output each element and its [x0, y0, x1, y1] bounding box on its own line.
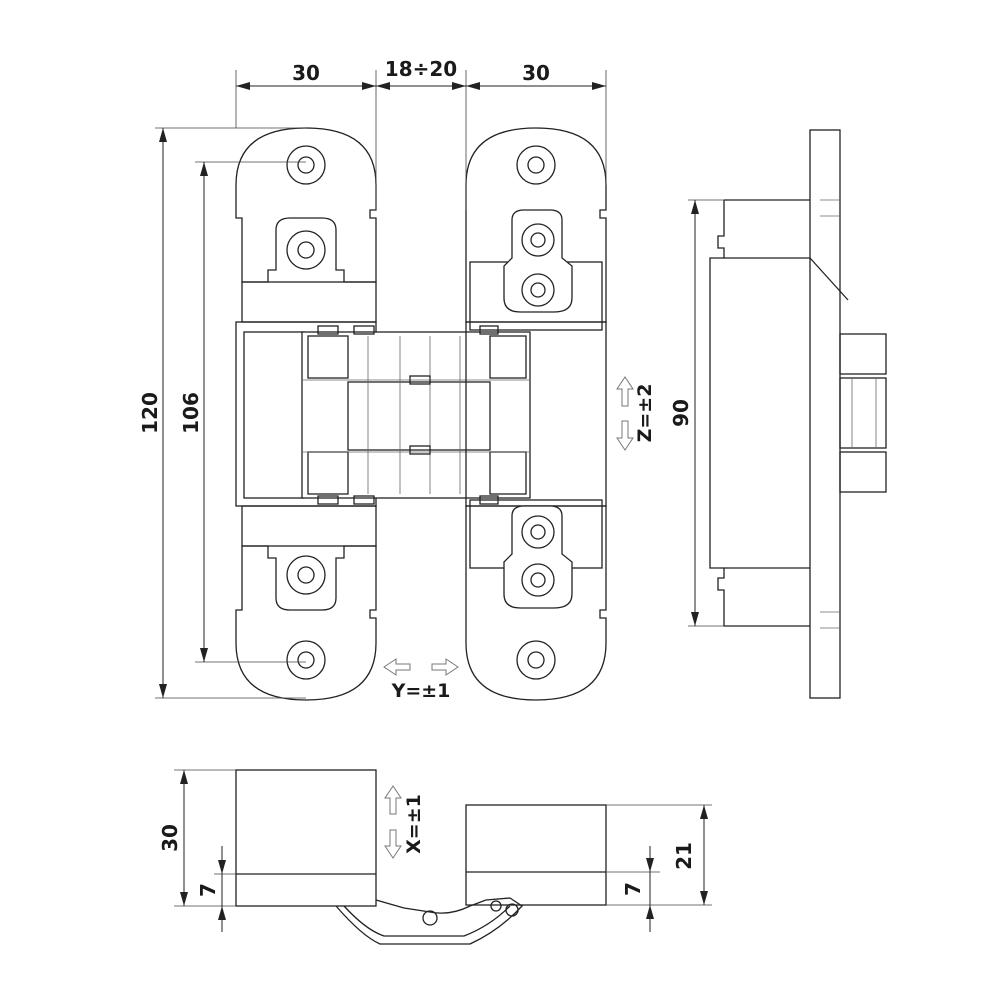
adjustment-y-indicator: Y=±1 — [383, 658, 459, 702]
dim-depth-7-left: 7 — [196, 883, 220, 897]
left-plate-front-view — [235, 127, 377, 701]
dim-depth-30: 30 — [158, 824, 182, 852]
top-dimensions: 30 18÷20 30 — [235, 57, 607, 210]
side-view: 90 — [669, 129, 887, 699]
adjustment-z-indicator: Z=±2 — [616, 376, 656, 451]
adjustment-y-label: Y=±1 — [391, 680, 451, 702]
bottom-view: 30 7 21 7 — [158, 769, 712, 945]
dim-depth-21: 21 — [672, 842, 696, 870]
dim-overall-height: 120 — [138, 392, 162, 434]
adjustment-x-indicator: X=±1 — [384, 785, 425, 859]
left-vertical-dimensions: 120 106 — [138, 127, 306, 699]
dim-side-height: 90 — [669, 399, 693, 427]
dim-left-plate-width: 30 — [292, 61, 320, 85]
hinge-mechanism-front-view — [301, 325, 531, 505]
dim-hole-spacing: 106 — [179, 392, 203, 434]
dim-gap: 18÷20 — [385, 57, 457, 81]
adjustment-x-label: X=±1 — [403, 794, 425, 854]
right-plate-front-view — [465, 127, 607, 701]
dim-depth-7-right: 7 — [621, 882, 645, 896]
adjustment-z-label: Z=±2 — [634, 384, 656, 443]
dim-right-plate-width: 30 — [522, 61, 550, 85]
